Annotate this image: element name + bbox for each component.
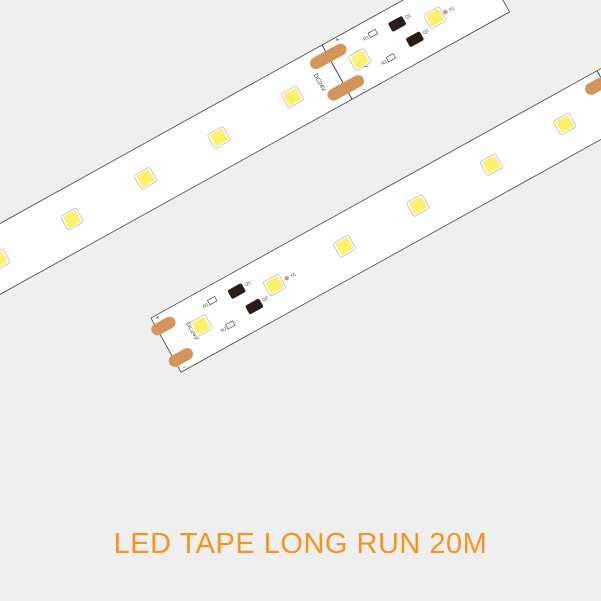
product-title: LED TAPE LONG RUN 20M (113, 528, 488, 560)
led-emitter (426, 9, 444, 27)
transistor-q2 (245, 298, 264, 314)
resistor-r2 (225, 320, 236, 330)
label-r1: R1 (202, 302, 210, 309)
transistor-q2 (406, 31, 424, 47)
tc-dot (443, 9, 448, 15)
label-r1: R1 (362, 34, 370, 41)
led-chip (479, 153, 503, 176)
led-chip (280, 85, 304, 108)
label-tc: TC (289, 271, 297, 279)
led-housing (0, 248, 10, 271)
label-tc: TC (448, 5, 456, 13)
led-emitter (556, 115, 574, 133)
resistor-r2 (385, 53, 396, 63)
label-q2: Q2 (261, 295, 269, 303)
solder-pad-plus (310, 43, 347, 70)
led-emitter (283, 88, 302, 106)
led-emitter (192, 317, 210, 335)
solder-pad-minus (168, 348, 194, 367)
label-minus: - (361, 86, 367, 94)
led-emitter (63, 210, 81, 228)
tc-dot (284, 276, 289, 281)
solder-pad-plus (151, 316, 176, 336)
transistor-q1 (388, 16, 406, 32)
strip-body (150, 16, 601, 373)
led-chip (134, 167, 157, 190)
led-chip (423, 6, 447, 29)
led-emitter (409, 196, 427, 215)
label-plus: + (334, 36, 341, 44)
led-chip (348, 48, 372, 71)
led-chip (189, 314, 213, 337)
led-emitter (335, 237, 354, 255)
solder-pad-plus (585, 69, 601, 95)
resistor-r1 (207, 296, 218, 306)
label-q1: Q1 (404, 12, 412, 20)
led-emitter (0, 251, 8, 269)
label-r2: R2 (220, 326, 228, 333)
led-emitter (482, 156, 501, 174)
label-q2: Q2 (422, 28, 430, 36)
led-chip (263, 273, 286, 297)
led-emitter (136, 169, 155, 187)
led-emitter (210, 129, 228, 147)
led-chip (553, 112, 577, 136)
led-chip (333, 235, 356, 258)
label-minus: - (182, 364, 188, 372)
led-chip (406, 194, 430, 217)
label-q1: Q1 (244, 280, 252, 288)
led-emitter (265, 276, 284, 294)
led-chip (207, 126, 231, 149)
led-chip (60, 207, 84, 231)
resistor-r1 (367, 28, 378, 39)
led-chip (0, 248, 10, 271)
led-emitter (351, 50, 369, 69)
solder-pad-minus (327, 75, 365, 101)
transistor-q1 (227, 283, 246, 299)
label-plus: + (154, 314, 161, 322)
label-r2: R2 (380, 59, 388, 66)
upper-led-strip: +-DC24VDC24VR1R2Q1Q2TCTC (0, 0, 511, 352)
